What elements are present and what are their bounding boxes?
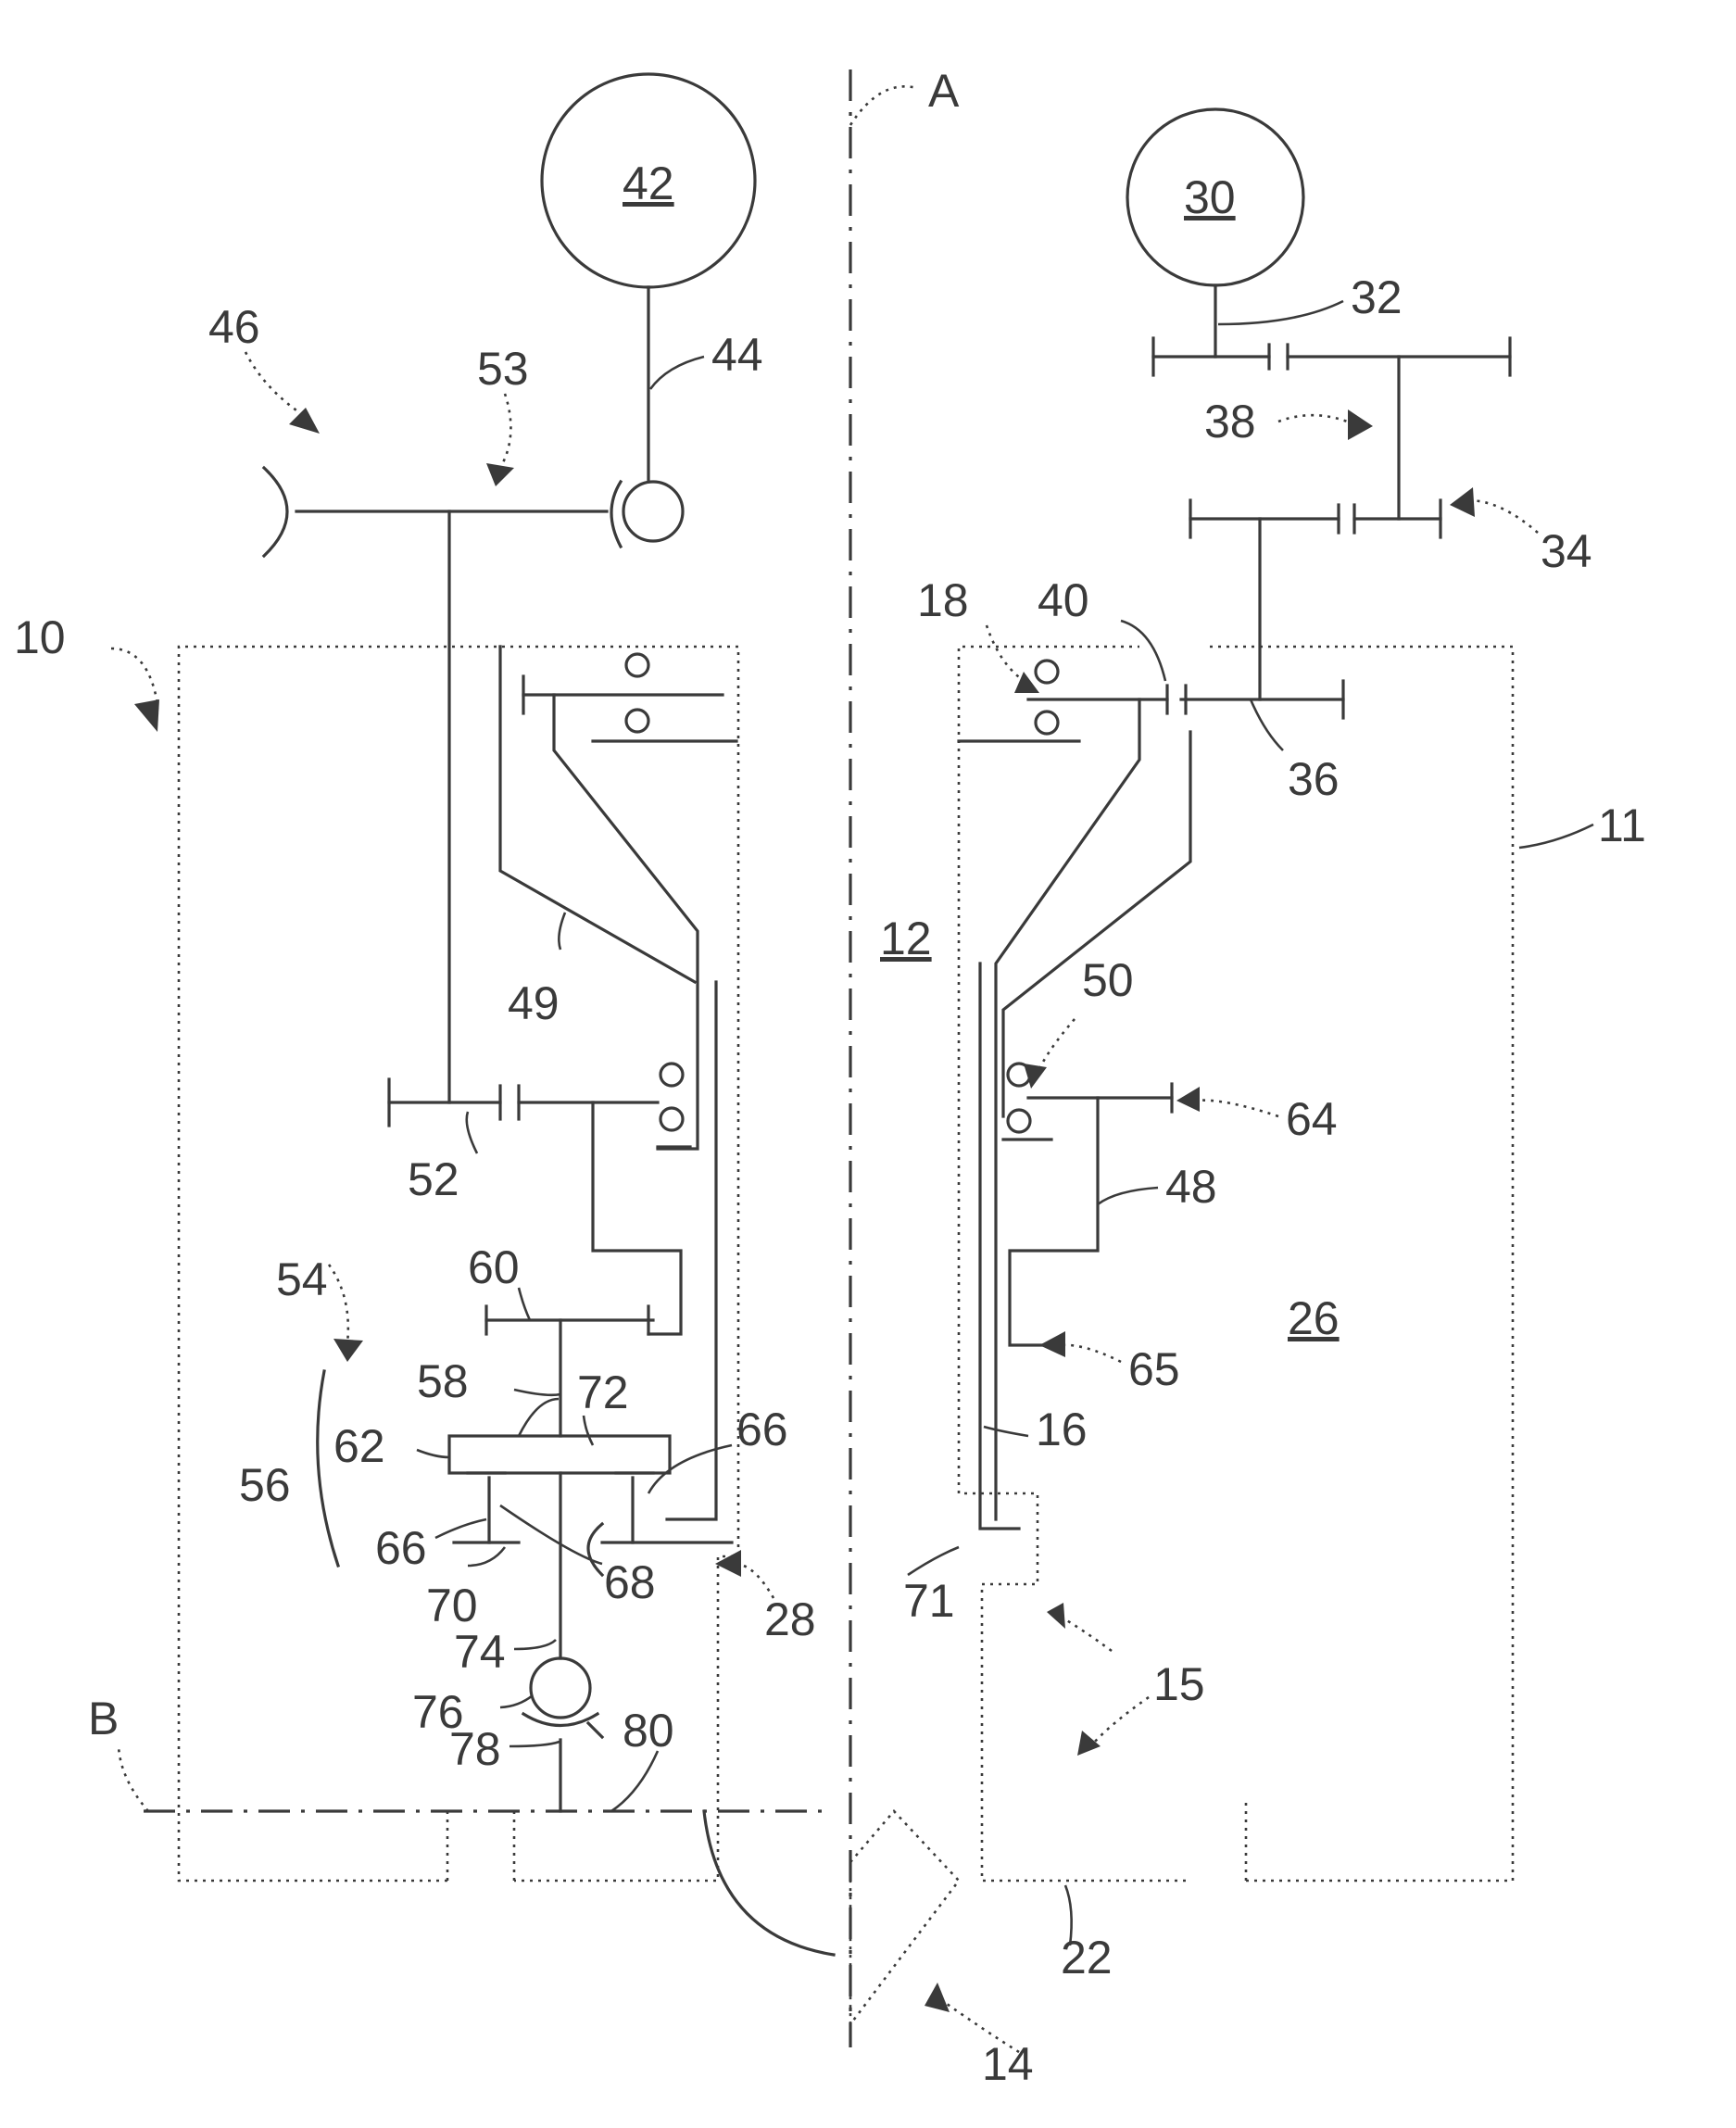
label-12: 12 — [880, 913, 932, 964]
label-71: 71 — [903, 1575, 955, 1627]
label-28: 28 — [764, 1593, 816, 1645]
label-26: 26 — [1288, 1292, 1340, 1344]
label-72: 72 — [577, 1366, 629, 1418]
label-66-left: 66 — [375, 1522, 427, 1574]
chute-14 — [850, 1811, 959, 2024]
label-74: 74 — [454, 1626, 506, 1678]
label-42: 42 — [623, 157, 674, 209]
label-60: 60 — [468, 1241, 520, 1293]
leaders — [111, 301, 1593, 2052]
label-10: 10 — [14, 611, 66, 663]
coupling-circle — [623, 482, 683, 541]
label-53: 53 — [477, 343, 529, 395]
label-70: 70 — [426, 1580, 478, 1631]
label-16: 16 — [1036, 1404, 1088, 1455]
label-46: 46 — [208, 301, 260, 353]
label-axis-b: B — [88, 1693, 119, 1744]
label-48: 48 — [1165, 1161, 1217, 1213]
label-62: 62 — [333, 1420, 385, 1472]
label-66-right: 66 — [736, 1404, 788, 1455]
label-58: 58 — [417, 1355, 469, 1407]
label-68: 68 — [604, 1556, 656, 1608]
label-14: 14 — [982, 2038, 1034, 2090]
label-56: 56 — [239, 1459, 291, 1511]
label-49: 49 — [508, 977, 560, 1029]
planet-carrier-62 — [449, 1436, 670, 1473]
label-80: 80 — [623, 1705, 674, 1757]
label-36: 36 — [1288, 753, 1340, 805]
label-15: 15 — [1153, 1658, 1205, 1710]
label-54: 54 — [276, 1253, 328, 1305]
label-34: 34 — [1541, 525, 1592, 577]
label-50: 50 — [1082, 954, 1134, 1006]
label-18: 18 — [917, 574, 969, 626]
label-30: 30 — [1184, 171, 1236, 223]
label-44: 44 — [711, 329, 763, 381]
label-64: 64 — [1286, 1093, 1338, 1145]
label-40: 40 — [1038, 574, 1089, 626]
right-housing-11 — [959, 647, 1513, 1881]
label-axis-a: A — [928, 65, 960, 117]
label-22: 22 — [1061, 1932, 1113, 1983]
label-65: 65 — [1128, 1343, 1180, 1395]
label-32: 32 — [1351, 271, 1403, 323]
label-38: 38 — [1204, 396, 1256, 447]
label-78: 78 — [449, 1723, 501, 1775]
bearing-76 — [531, 1658, 590, 1718]
label-52: 52 — [408, 1153, 459, 1205]
label-11: 11 — [1598, 800, 1646, 851]
